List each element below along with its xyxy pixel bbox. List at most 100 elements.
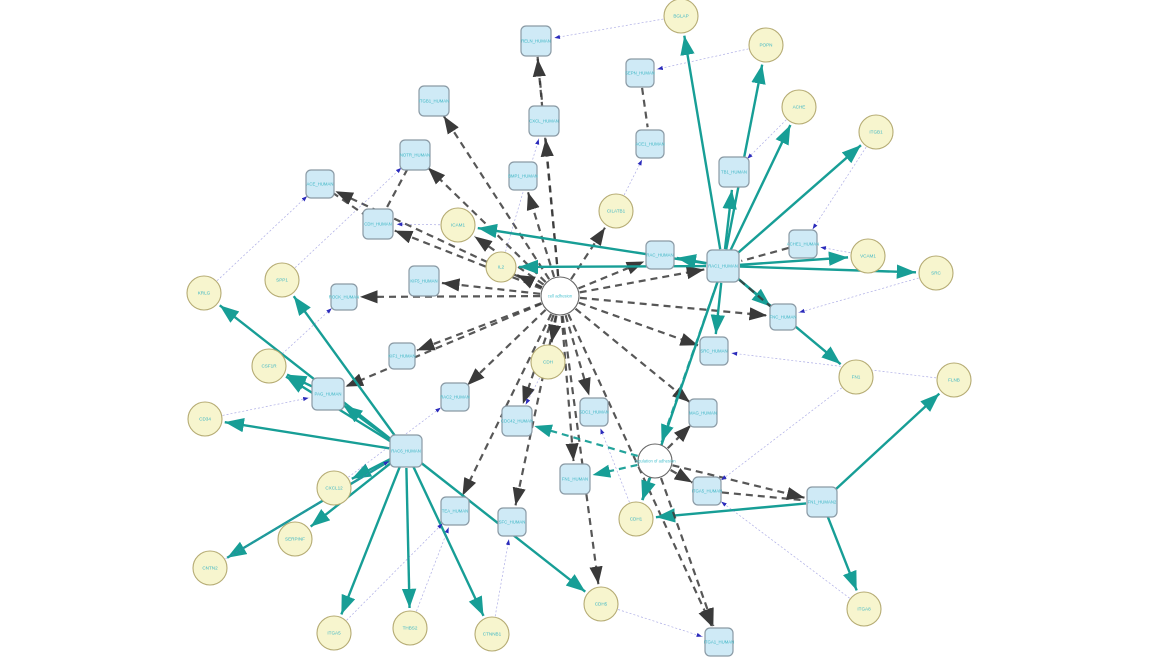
graph-node-gene[interactable]: CTNNB1 (474, 616, 510, 652)
node-shape[interactable] (748, 27, 784, 63)
graph-node-protein[interactable]: FNC_HUMAN (769, 303, 797, 331)
graph-node-gene[interactable]: SPP1 (264, 262, 300, 298)
graph-node-protein[interactable]: CDH_HUMAN (362, 208, 394, 240)
node-shape[interactable] (187, 401, 223, 437)
graph-node-protein[interactable]: RAC2_HUMAN (440, 382, 470, 412)
graph-node-protein[interactable]: TB1_HUMAN (718, 156, 750, 188)
node-shape[interactable] (474, 616, 510, 652)
node-shape[interactable] (264, 262, 300, 298)
graph-node-gene[interactable]: ITGA8 (846, 591, 882, 627)
graph-node-protein[interactable]: KIF1_HUMAN (388, 342, 416, 370)
node-shape[interactable] (583, 586, 619, 622)
node-shape[interactable] (788, 229, 818, 259)
graph-node-protein[interactable]: RAC1_HUMAN (706, 249, 740, 283)
node-shape[interactable] (440, 207, 476, 243)
node-shape[interactable] (440, 382, 470, 412)
graph-node-gene[interactable]: CSF1R (251, 348, 287, 384)
node-shape[interactable] (718, 156, 750, 188)
node-shape[interactable] (316, 615, 352, 651)
node-shape[interactable] (540, 276, 580, 316)
node-shape[interactable] (846, 591, 882, 627)
graph-node-gene[interactable]: CDH5 (583, 586, 619, 622)
graph-node-gene[interactable]: VCAM1 (850, 238, 886, 274)
graph-node-protein[interactable]: CDC42_HUMAN (501, 405, 533, 437)
graph-node-gene[interactable]: CILATB1 (598, 193, 634, 229)
node-shape[interactable] (501, 405, 533, 437)
graph-node-protein[interactable]: ITGA5_HUMAN (692, 476, 723, 506)
node-shape[interactable] (688, 398, 718, 428)
node-layer[interactable]: RELN_HUMAN BGLAP POPN SEPN_HUMAN ACHE CXCL_HU… (186, 0, 972, 657)
graph-node-protein[interactable]: SRC_HUMAN (699, 336, 729, 366)
graph-node-gene[interactable]: CD34 (187, 401, 223, 437)
graph-node-gene[interactable]: ITGA5 (316, 615, 352, 651)
graph-node-gene[interactable]: CDH (530, 344, 566, 380)
node-shape[interactable] (850, 238, 886, 274)
node-shape[interactable] (838, 359, 874, 395)
graph-node-gene[interactable]: FLNB (936, 362, 972, 398)
node-shape[interactable] (781, 89, 817, 125)
graph-node-protein[interactable]: PAG_HUMAN (311, 377, 345, 411)
graph-node-gene[interactable]: SRC (918, 255, 954, 291)
node-shape[interactable] (625, 58, 655, 88)
node-shape[interactable] (806, 486, 838, 518)
node-shape[interactable] (598, 193, 634, 229)
graph-node-protein[interactable]: SEPN_HUMAN (625, 58, 655, 88)
graph-node-protein[interactable]: MAG_HUMAN (688, 398, 718, 428)
node-shape[interactable] (663, 0, 699, 34)
node-shape[interactable] (520, 25, 552, 57)
node-shape[interactable] (399, 139, 431, 171)
node-shape[interactable] (392, 610, 428, 646)
node-shape[interactable] (704, 627, 734, 657)
graph-node-protein[interactable]: FN1_HUMAN2 (806, 486, 838, 518)
graph-node-protein[interactable]: SDC1_HUMAN (579, 397, 609, 427)
node-shape[interactable] (316, 470, 352, 506)
graph-node-protein[interactable]: SFC_HUMAN (497, 507, 527, 537)
graph-node-protein[interactable]: RELN_HUMAN (520, 25, 552, 57)
node-shape[interactable] (362, 208, 394, 240)
node-shape[interactable] (305, 169, 335, 199)
node-shape[interactable] (579, 397, 609, 427)
node-shape[interactable] (388, 342, 416, 370)
graph-node-gene[interactable]: POPN (748, 27, 784, 63)
graph-node-gene[interactable]: IL2 (485, 251, 517, 283)
graph-node-gene[interactable]: SERPINF (277, 521, 313, 557)
node-shape[interactable] (635, 129, 665, 159)
node-shape[interactable] (186, 275, 222, 311)
node-shape[interactable] (311, 377, 345, 411)
graph-node-gene[interactable]: ACHE (781, 89, 817, 125)
graph-node-gene[interactable]: ITGB1 (858, 114, 894, 150)
node-shape[interactable] (918, 255, 954, 291)
graph-node-protein[interactable]: CXCL_HUMAN (528, 105, 560, 137)
node-shape[interactable] (769, 303, 797, 331)
graph-node-gene[interactable]: CXCL12 (316, 470, 352, 506)
graph-node-hub[interactable]: regulation of adhesion (634, 443, 676, 479)
node-shape[interactable] (530, 344, 566, 380)
graph-node-protein[interactable]: RAC_HUMAN (645, 240, 675, 270)
graph-node-protein[interactable]: ITGA1_HUMAN (704, 627, 735, 657)
node-shape[interactable] (559, 463, 591, 495)
node-shape[interactable] (508, 161, 538, 191)
graph-node-protein[interactable]: ITGB1_HUMAN (418, 85, 450, 117)
node-shape[interactable] (251, 348, 287, 384)
node-shape[interactable] (389, 434, 423, 468)
graph-node-protein[interactable]: ROCK_HUMAN (329, 283, 360, 311)
node-shape[interactable] (418, 85, 450, 117)
node-shape[interactable] (692, 476, 722, 506)
graph-node-protein[interactable]: ACHE1_HUMAN (787, 229, 819, 259)
graph-node-gene[interactable]: CDH1 (618, 501, 654, 537)
graph-node-gene[interactable]: BGLAP (663, 0, 699, 34)
node-shape[interactable] (528, 105, 560, 137)
node-shape[interactable] (645, 240, 675, 270)
graph-node-protein[interactable]: KIF5_HUMAN (408, 265, 440, 297)
node-shape[interactable] (858, 114, 894, 150)
node-shape[interactable] (485, 251, 517, 283)
graph-node-gene[interactable]: CNTN2 (192, 550, 228, 586)
graph-node-gene[interactable]: KRLG (186, 275, 222, 311)
node-shape[interactable] (699, 336, 729, 366)
graph-node-protein[interactable]: FN1_HUMAN (559, 463, 591, 495)
node-shape[interactable] (497, 507, 527, 537)
node-shape[interactable] (277, 521, 313, 557)
node-shape[interactable] (192, 550, 228, 586)
graph-node-hub[interactable]: cell adhesion (540, 276, 580, 316)
